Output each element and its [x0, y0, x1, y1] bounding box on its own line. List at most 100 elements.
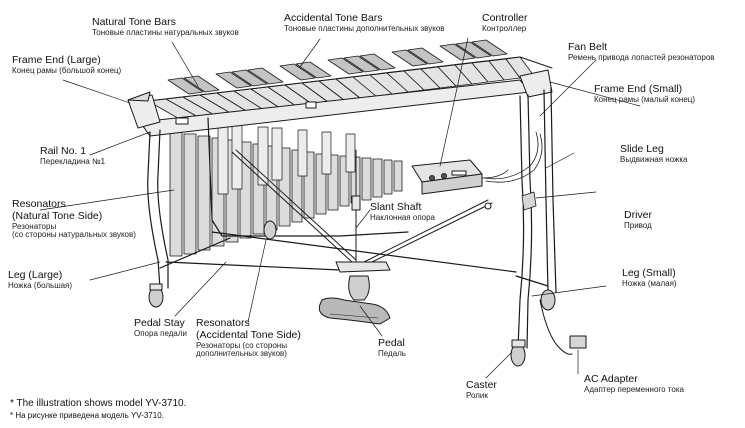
resonator-tube [315, 153, 327, 215]
label-ac-adapter: AC Adapter Адаптер переменного тока [584, 373, 684, 395]
label-en: AC Adapter [584, 373, 638, 385]
label-slant-shaft: Slant Shaft Наклонная опора [370, 201, 435, 223]
label-en: Resonators [196, 317, 250, 329]
controller-box [411, 159, 509, 195]
label-ru: Ремень привода лопастей резонаторов [568, 52, 715, 62]
resonator-tube [339, 155, 350, 207]
casters [148, 220, 556, 367]
label-ru: Тоновые пластины натуральных звуков [92, 27, 239, 37]
label-fan-belt: Fan Belt Ремень привода лопастей резонат… [568, 41, 715, 63]
label-ru: Привод [624, 220, 652, 230]
label-ru: Ролик [466, 390, 488, 400]
label-ru: Наклонная опора [370, 212, 435, 222]
label-ru: Адаптер переменного тока [584, 384, 684, 394]
fan-belt [483, 131, 543, 211]
resonators-natural [169, 131, 403, 257]
label-accidental-tone-bars: Accidental Tone Bars Тоновые пластины до… [284, 12, 445, 34]
leader-lines [39, 37, 641, 379]
driver-motor [521, 191, 537, 211]
label-en: Leg (Large) [8, 269, 63, 281]
accidental-tone-bars [167, 39, 508, 95]
resonator-tube [361, 157, 372, 201]
label-pedal: Pedal Педаль [378, 337, 406, 359]
label-en: Accidental Tone Bars [284, 12, 383, 24]
label-ru: Ножка (большая) [8, 280, 73, 290]
label-ru: Перекладина №1 [40, 156, 106, 166]
resonator-tube [327, 154, 339, 211]
pedal-stay-bar [165, 261, 341, 271]
label-en: Controller [482, 12, 528, 24]
ac-adapter [539, 299, 587, 355]
label-natural-tone-bars: Natural Tone Bars Тоновые пластины натур… [92, 16, 239, 38]
frame [127, 56, 553, 137]
label-ru: Тоновые пластины дополнительных звуков [284, 23, 445, 33]
label-en: Caster [466, 379, 497, 391]
label-en: Rail No. 1 [40, 145, 87, 157]
footnote-ru: * На рисунке приведена модель YV-3710. [10, 411, 164, 420]
label-ru: Конец рамы (малый конец) [594, 94, 696, 104]
leg-large [147, 131, 161, 289]
label-ru: Резонаторы [12, 221, 57, 231]
resonator-tube [271, 127, 283, 181]
label-en: Pedal Stay [134, 317, 185, 329]
label-resonators-natural: Resonators (Natural Tone Side) Резонатор… [12, 198, 136, 240]
label-rail-no1: Rail No. 1 Перекладина №1 [40, 145, 106, 167]
slide-leg [543, 89, 549, 293]
label-pedal-stay: Pedal Stay Опора педали [134, 317, 187, 339]
label-ru: дополнительных звуков) [196, 349, 287, 359]
label-driver: Driver Привод [624, 209, 652, 231]
label-leg-small: Leg (Small) Ножка (малая) [622, 267, 677, 289]
resonator-tube [321, 131, 332, 175]
label-ru: Ножка (малая) [622, 278, 677, 288]
resonator-tube [291, 149, 303, 223]
resonator-tube [372, 158, 383, 198]
label-ru: Контроллер [482, 23, 527, 33]
label-caster: Caster Ролик [466, 379, 497, 401]
label-en: (Accidental Tone Side) [196, 328, 301, 341]
resonator-tube [303, 151, 315, 219]
resonator-tube [183, 133, 197, 255]
footnote-en: * The illustration shows model YV-3710. [10, 398, 187, 409]
label-ru: (со стороны натуральных звуков) [12, 230, 136, 240]
resonator-tube [345, 133, 356, 173]
legs [147, 87, 557, 349]
caster-wheel [540, 289, 556, 311]
label-resonators-accidental: Resonators (Accidental Tone Side) Резона… [196, 317, 301, 359]
caster-wheel [263, 220, 277, 240]
label-en: Slant Shaft [370, 201, 422, 213]
label-en: Frame End (Small) [594, 83, 683, 95]
label-ru: Резонаторы (со стороны [196, 340, 287, 350]
resonator-tube [197, 135, 211, 251]
label-en: Driver [624, 209, 652, 221]
resonator-tube [217, 123, 229, 195]
resonator-tube [393, 160, 403, 192]
label-ru: Педаль [378, 348, 406, 358]
resonator-tube [257, 126, 269, 186]
slant-shaft [231, 149, 493, 265]
footnote: * The illustration shows model YV-3710. … [10, 398, 186, 420]
resonator-tube [169, 131, 183, 257]
label-frame-end-small: Frame End (Small) Конец рамы (малый коне… [594, 83, 696, 105]
label-frame-end-large: Frame End (Large) Конец рамы (большой ко… [12, 54, 122, 76]
label-ru: Конец рамы (большой конец) [12, 65, 122, 75]
label-en: Frame End (Large) [12, 54, 101, 66]
leg-small [517, 95, 525, 349]
label-slide-leg: Slide Leg Выдвижная ножка [620, 143, 688, 165]
label-leg-large: Leg (Large) Ножка (большая) [8, 269, 73, 291]
label-ru: Выдвижная ножка [620, 154, 688, 164]
label-en: Leg (Small) [622, 267, 676, 279]
natural-tone-bars [147, 56, 535, 122]
label-en: Slide Leg [620, 143, 664, 155]
resonator-tube [383, 159, 393, 195]
label-controller: Controller Контроллер [482, 12, 528, 34]
label-ru: Опора педали [134, 328, 187, 338]
label-en: Resonators [12, 198, 66, 210]
label-en: Fan Belt [568, 41, 608, 53]
label-en: (Natural Tone Side) [12, 209, 103, 222]
resonator-tube [297, 129, 308, 177]
label-en: Natural Tone Bars [92, 16, 176, 28]
resonator-tube [278, 147, 291, 227]
label-en: Pedal [378, 337, 405, 349]
